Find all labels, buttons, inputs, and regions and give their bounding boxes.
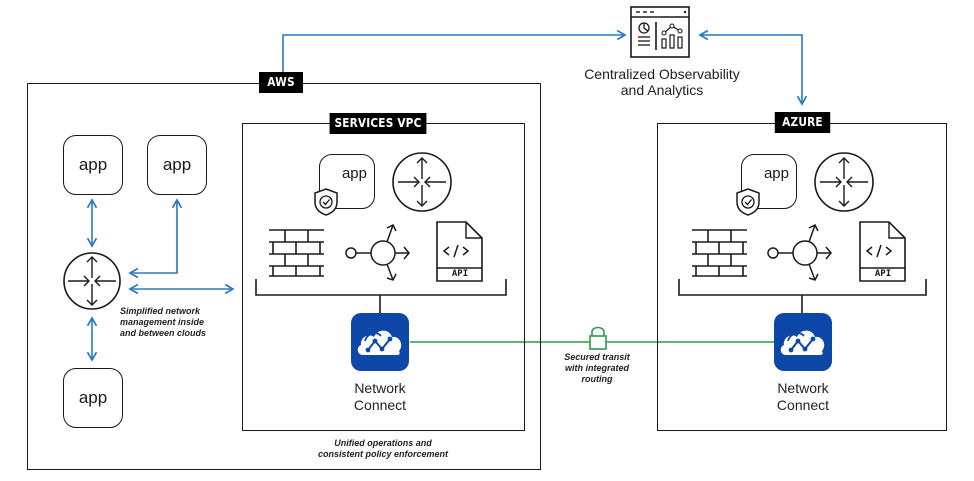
observability-label: Centralized Observability and Analytics [555,66,769,98]
firewall-icon [692,229,747,277]
app-node: app [147,135,207,195]
network-connect-label: Network Connect [335,380,425,414]
api-label: API [874,269,892,279]
api-document-icon [859,221,906,282]
app-node: app [63,368,123,428]
caption-line: with integrated [564,363,629,373]
arrow-observability-aws [277,29,627,88]
caption-line: and between clouds [120,328,207,338]
network-connect-icon[interactable] [774,313,832,371]
lock-icon [589,326,607,350]
app-label: app [78,388,108,407]
caption-line: Unified operations and [334,438,432,448]
aws-tag: AWS [259,72,303,93]
firewall-icon [269,229,324,277]
load-balancer-icon [345,223,410,281]
caption-line: routing [581,374,613,384]
label-line: Network [777,380,829,396]
app-label: app [162,155,192,174]
caption-line: consistent policy enforcement [317,449,449,459]
secured-transit-caption: Secured transit with integrated routing [547,352,647,385]
label-line: Network [354,380,406,396]
caption-line: Simplified network [120,306,201,316]
azure-tag: AZURE [774,112,831,133]
cloud-network-icon [357,330,402,355]
network-connect-icon[interactable] [351,313,409,371]
secure-app-label: app [763,165,789,182]
app-node: app [63,135,123,195]
network-connect-label: Network Connect [758,380,848,414]
secure-app-label: app [341,165,367,182]
label-line: Connect [353,397,407,413]
shield-check-icon [314,188,338,216]
caption-line: Secured transit [564,352,630,362]
azure-bracket [678,279,927,314]
label-line: Connect [776,397,830,413]
observability-label-line2: and Analytics [620,82,704,98]
api-label: API [451,269,469,279]
load-balancer-icon [767,223,832,281]
secure-app-icon: app [319,154,375,209]
services-bracket [255,279,507,314]
services-vpc-tag: SERVICES VPC [329,113,427,134]
router-icon [814,152,874,212]
router-icon [392,152,452,212]
arrow-observability-azure [698,29,808,106]
caption-line: management inside [120,317,205,327]
network-management-caption: Simplified network management inside and… [120,306,230,339]
router-icon [63,252,121,310]
cloud-network-icon [780,330,825,355]
observability-label-line1: Centralized Observability [584,66,740,82]
arrow-app2-router [128,198,183,279]
app-label: app [78,155,108,174]
shield-check-icon [736,188,760,216]
unified-operations-caption: Unified operations and consistent policy… [283,438,483,460]
dashboard-analytics-icon [630,6,690,58]
api-document-icon [436,221,483,282]
